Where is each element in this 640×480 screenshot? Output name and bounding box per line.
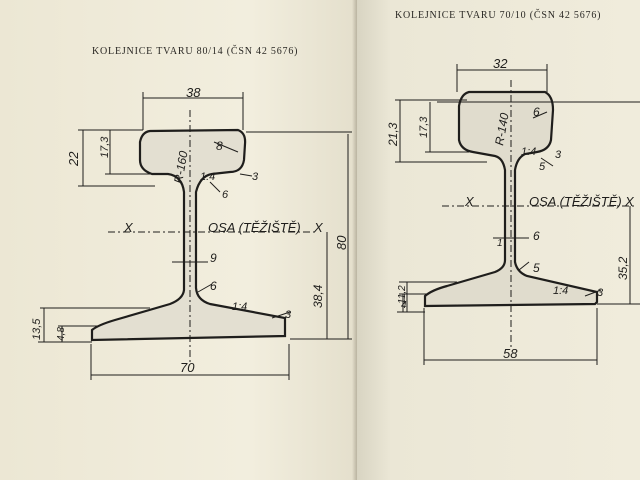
foot-fillet-label: 6 bbox=[210, 279, 217, 293]
radius-label: R-140 bbox=[492, 112, 512, 147]
height-to-axis-label: 38,4 bbox=[311, 284, 325, 308]
foot-slope-label: 1:4 bbox=[553, 285, 568, 297]
axis-label: OSA (TĚŽIŠTĚ) bbox=[208, 220, 301, 235]
total-height-label: 80 bbox=[334, 235, 349, 250]
axis-x-right: X bbox=[624, 194, 635, 209]
axis-x-left: X bbox=[464, 194, 475, 209]
foot-slope-label: 1:4 bbox=[232, 301, 247, 313]
right-page: KOLEJNICE TVARU 70/10 (ČSN 42 5676) bbox=[357, 0, 640, 480]
head-corner-label: 6 bbox=[533, 105, 540, 119]
right-page-heading: KOLEJNICE TVARU 70/10 (ČSN 42 5676) bbox=[395, 10, 602, 21]
head-neck-radius-label: 5 bbox=[539, 161, 546, 173]
head-height-label: 21,3 bbox=[386, 122, 400, 147]
rail-profile-70-10 bbox=[423, 90, 599, 308]
head-neck-radius-label: 6 bbox=[222, 189, 229, 201]
head-width-label: 38 bbox=[186, 85, 201, 100]
axis-label: OSA (TĚŽIŠTĚ) bbox=[529, 194, 622, 209]
head-slope-label: 1:4 bbox=[200, 171, 215, 183]
head-slope-label: 1:4 bbox=[521, 146, 536, 158]
foot-fillet-label: 5 bbox=[533, 261, 540, 275]
axis-x-right: X bbox=[313, 220, 324, 235]
head-edge-label: 3 bbox=[252, 171, 259, 183]
head-corner-label: 8 bbox=[216, 139, 223, 153]
foot-width-label: 58 bbox=[503, 346, 518, 361]
head-inner-label: 17,3 bbox=[418, 116, 430, 138]
head-inner-label: 17,3 bbox=[99, 136, 111, 158]
left-dimension-labels: 38 22 17,3 R-160 8 1:4 6 3 X OSA (TĚŽIŠT… bbox=[31, 85, 349, 375]
foot-edge-height-label: 4,8 bbox=[56, 327, 67, 341]
head-edge-label: 3 bbox=[555, 149, 562, 161]
foot-total-label: 13,5 bbox=[31, 318, 43, 340]
left-page: KOLEJNICE TVARU 80/14 (ČSN 42 5676) bbox=[0, 0, 357, 480]
rail-drawing-70-10: 32 21,3 17,3 R-140 6 1:4 5 3 X OSA (TĚŽI… bbox=[386, 56, 640, 365]
web-thickness-label: 9 bbox=[210, 251, 217, 265]
foot-width-label: 70 bbox=[180, 360, 195, 375]
rail-drawing-80-14: 38 22 17,3 R-160 8 1:4 6 3 X OSA (TĚŽIŠT… bbox=[31, 85, 352, 380]
right-dimension-labels: 32 21,3 17,3 R-140 6 1:4 5 3 X OSA (TĚŽI… bbox=[386, 56, 635, 361]
rail-profile-80-14 bbox=[90, 128, 287, 342]
foot-edge-label: 3 bbox=[285, 309, 292, 321]
radius-label: R-160 bbox=[171, 150, 191, 185]
left-page-heading: KOLEJNICE TVARU 80/14 (ČSN 42 5676) bbox=[92, 46, 299, 57]
foot-total-label: 11,2 bbox=[397, 285, 408, 304]
height-to-axis-label: 35,2 bbox=[616, 256, 630, 280]
axis-x-left: X bbox=[123, 220, 134, 235]
web-thickness-label: 6 bbox=[533, 229, 540, 243]
head-height-label: 22 bbox=[66, 151, 81, 167]
head-width-label: 32 bbox=[493, 56, 508, 71]
web-mark-label: 1 bbox=[497, 238, 503, 249]
foot-edge-height-label: 4 bbox=[401, 300, 407, 311]
foot-edge-label: 3 bbox=[597, 287, 604, 299]
